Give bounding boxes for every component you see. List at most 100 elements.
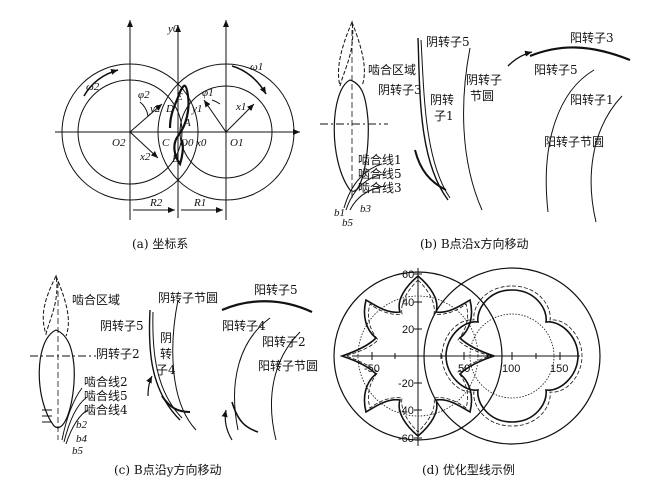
label-r1: R1 [193,197,206,209]
male-housing-circle [423,267,601,445]
label-x0: x0 [195,137,207,149]
panel-a-coordinate-system: y0 ω2 ω1 φ2 φ1 y2 y1 x1 x2 x0 O2 O1 O0 C… [55,20,300,251]
male-pitch-curve [590,95,623,223]
label-female-4b-c: 转 [160,346,172,361]
label-male-4-c: 阳转子4 [222,318,266,333]
female-lobe-c [38,329,75,429]
label-female-pitch-b-b: 节圆 [470,89,494,103]
panel-c-y-direction: 啮合区域 阴转子节圆 阴转子5 阴转子2 阴 转 子4 啮合线2 啮合线5 啮合… [30,274,318,477]
label-b5-c: b5 [72,445,84,457]
label-y1: y1 [191,103,202,115]
male-pitch-circle [469,313,555,399]
male-profile-dashed [441,285,583,427]
mesh-line-5-c [63,397,87,443]
label-b5: b5 [342,217,354,229]
mesh-line-1 [343,163,383,209]
male-rotor-curve [545,69,595,213]
label-omega1: ω1 [250,61,263,73]
male-arrow-c [221,409,233,441]
label-mesh-zone-c: 啮合区域 [72,292,120,307]
label-b3: b3 [360,203,372,215]
label-o0: O0 [180,137,194,149]
phi2-arc [139,101,149,117]
d-ytick-neg40: -40 [398,405,414,417]
label-y0: y0 [167,23,179,35]
female-housing-circle [333,271,503,441]
female-profile [339,274,497,438]
d-y-ticks [414,273,422,439]
label-a: A [183,117,191,129]
x1-axis [225,103,255,133]
female-rotor-curve-b [420,39,451,199]
d-xtick-100: 100 [502,363,520,375]
omega1-arrow [231,65,267,95]
mesh-line-5 [345,173,385,211]
label-male-5-c: 阳转子5 [254,282,298,297]
d-ytick-20: 20 [402,324,414,336]
label-female-pitch-a-b: 阴转子 [466,72,502,87]
meshing-profile [168,84,190,167]
mesh-line-4-c [65,409,89,445]
label-mesh-line-3-b: 啮合线3 [358,180,402,195]
label-female-5-c: 阴转子5 [100,318,144,333]
label-mesh-line-1-b: 啮合线1 [358,152,402,167]
female-curve-1 [414,149,447,191]
caption-c: (c) B点沿y方向移动 [114,462,222,477]
mesh-zone-outline-c2 [55,275,69,337]
d-ytick-40: 40 [402,297,414,309]
label-e: E [175,91,183,103]
d-xtick-neg50: -50 [364,363,380,375]
d-ytick-neg20: -20 [398,378,414,390]
female-lobe [333,79,369,192]
label-o2: O2 [112,137,126,149]
phi1-arc [211,99,221,105]
caption-d: (d) 优化型线示例 [422,463,515,477]
label-male-pitch-b: 阳转子节圆 [544,134,604,149]
mesh-zone-outline [338,20,354,87]
label-x1: x1 [235,101,246,113]
female-rotor-curve-a [417,37,449,201]
female-pitch-circle [357,295,479,417]
back-arrow-c [146,375,153,397]
label-mesh-line-5-c: 啮合线5 [84,388,128,403]
label-o1: O1 [230,137,243,149]
label-male-5-b: 阳转子5 [534,62,578,77]
male-pitch-curve-c [271,331,301,441]
omega2-arrow [83,69,119,97]
label-mesh-line-4-c: 啮合线4 [84,402,128,417]
label-female-2-c: 阴转子2 [96,346,140,361]
label-phi2: φ2 [138,89,150,101]
d-ytick-60: 60 [402,269,414,281]
male-bold-c [231,401,259,433]
label-female-3-b: 阴转子3 [378,82,422,97]
label-x2: x2 [139,151,151,163]
panel-b-x-direction: 啮合区域 阴转子5 阴转子3 阴转 子1 阴转子 节圆 啮合线1 啮合线5 啮合… [320,20,631,251]
mesh-line-3 [349,185,387,211]
label-omega2: ω2 [86,81,100,93]
label-female-1b-b: 子1 [434,109,454,123]
d-ytick-neg60: -60 [398,433,414,445]
caption-a: (a) 坐标系 [132,237,188,251]
label-female-4a-c: 阴 [160,331,172,345]
x2-axis [129,131,159,159]
female-rotor-curve-c [148,309,181,421]
mesh-zone-outline-c [42,274,58,336]
label-mesh-line-5-b: 啮合线5 [358,166,402,181]
label-male-pitch-c: 阳转子节圆 [258,358,318,373]
male-rotor-outline [529,46,631,62]
label-b1: b1 [334,207,345,219]
male-arrow [507,50,533,67]
caption-b: (b) B点沿x方向移动 [420,236,528,251]
label-r2: R2 [149,197,163,209]
label-mesh-line-2-c: 啮合线2 [84,374,128,389]
label-c: C [162,137,170,149]
label-female-5-b: 阴转子5 [426,34,470,49]
label-d: D [165,103,174,115]
label-y2: y2 [149,103,161,115]
d-xtick-150: 150 [550,363,568,375]
label-female-4c-c: 子4 [156,363,176,377]
female-pitch-curve [463,47,483,211]
label-b2-c: b2 [76,419,88,431]
label-male-2-c: 阳转子2 [262,334,306,349]
